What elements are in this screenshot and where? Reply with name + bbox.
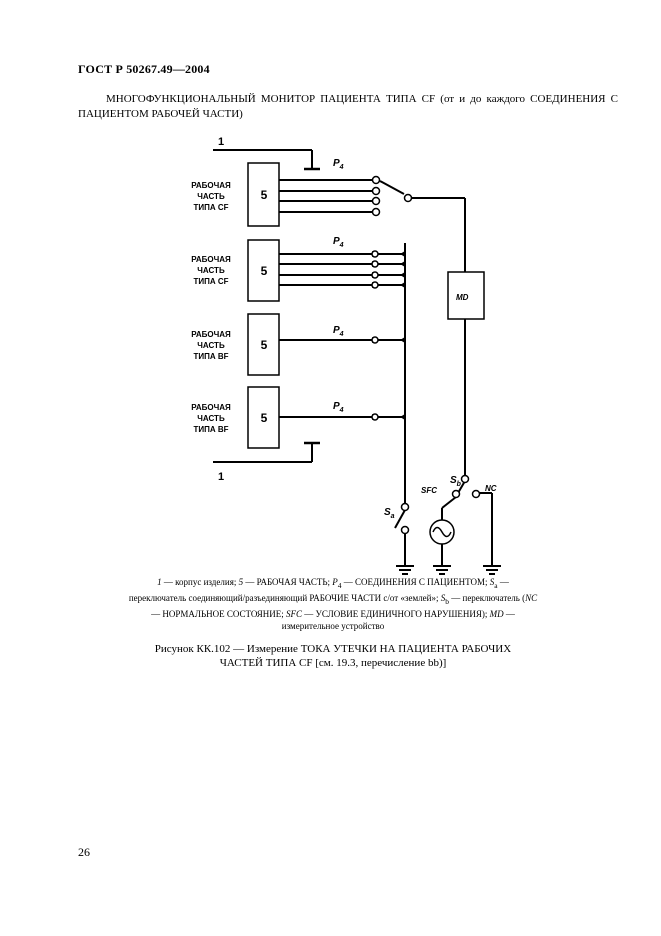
page-number: 26 [78,845,90,859]
housing-label-bottom: 1 [218,471,224,483]
sfc-label: SFC [421,486,437,495]
housing-labels: 1 1 [218,136,224,483]
figure-legend: 1 — корпус изделия; 5 — РАБОЧАЯ ЧАСТЬ; P… [128,577,538,631]
p4-label: P4 [333,236,344,249]
applied-part-label: ЧАСТЬ [197,341,225,350]
applied-part-label: ЧАСТЬ [197,266,225,275]
applied-part-label: ЧАСТЬ [197,192,225,201]
p4-label: P4 [333,158,344,171]
applied-part-label: РАБОЧАЯ [191,403,231,412]
applied-part-label: ТИПА BF [193,352,228,361]
applied-part-label: РАБОЧАЯ [191,181,231,190]
sb-label: Sb [450,475,462,488]
sa-label: Sa [384,507,395,520]
applied-part-label: РАБОЧАЯ [191,330,231,339]
p4-label: P4 [333,325,344,338]
p4-label: P4 [333,401,344,414]
md-label: MD [456,293,469,302]
standard-number: ГОСТ Р 50267.49—2004 [78,62,210,76]
diagram-heading: МНОГОФУНКЦИОНАЛЬНЫЙ МОНИТОР ПАЦИЕНТА ТИП… [78,93,618,120]
applied-part-label: ЧАСТЬ [197,414,225,423]
applied-part-number: 5 [261,338,268,352]
housing-label-top: 1 [218,136,224,148]
applied-part-label: ТИПА BF [193,425,228,434]
applied-part-label: ТИПА CF [193,203,228,212]
applied-part-number: 5 [261,188,268,202]
applied-part-number: 5 [261,411,268,425]
nc-label: NC [485,484,497,493]
figure-caption: Рисунок КК.102 — Измерение ТОКА УТЕЧКИ Н… [154,643,512,669]
applied-part-number: 5 [261,264,268,278]
applied-part-label: РАБОЧАЯ [191,255,231,264]
applied-part-label: ТИПА CF [193,277,228,286]
